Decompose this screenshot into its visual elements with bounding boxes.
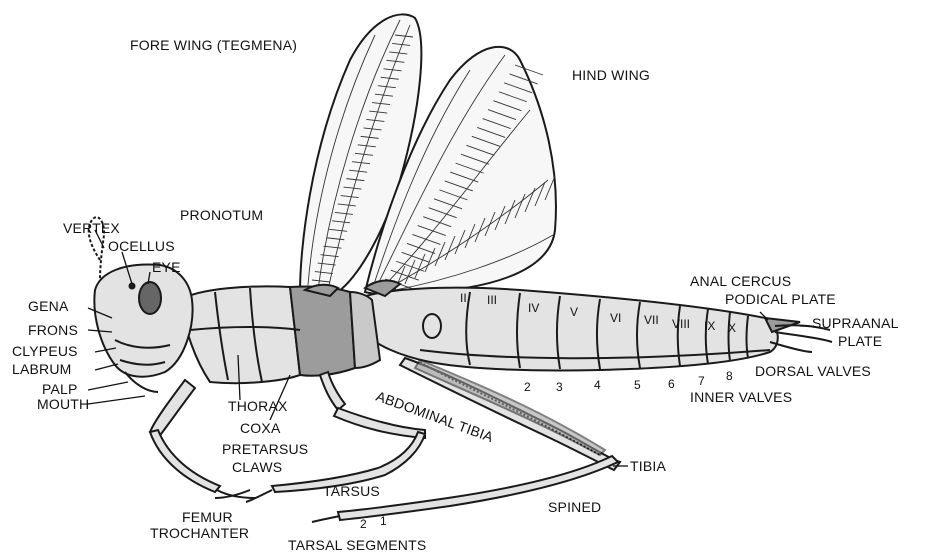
segment-roman-2: III [487,293,497,307]
label-plate: PLATE [838,333,882,349]
label-labrum: LABRUM [12,361,72,377]
thorax [180,281,400,384]
label-frons: FRONS [28,322,78,338]
label-tarsus: TARSUS [323,483,380,499]
segment-roman-6: VII [644,313,659,327]
label-pronotum: PRONOTUM [180,207,263,223]
label-mouth: MOUTH [37,396,89,412]
segment-number-6: 7 [698,374,705,388]
label-dorsal-valves: DORSAL VALVES [755,363,871,379]
compound-eye [139,282,161,314]
segment-number-3: 4 [594,378,601,392]
label-claws: CLAWS [232,459,282,475]
label-inner-valves: INNER VALVES [690,389,792,405]
tarsal-number-2: 1 [380,514,387,528]
label-vertex: VERTEX [63,220,120,236]
tarsal-number-1: 2 [360,517,367,531]
label-anal-cercus: ANAL CERCUS [690,273,791,289]
segment-number-1: 2 [524,380,531,394]
segment-number-2: 3 [556,380,563,394]
label-hind-wing: HIND WING [572,67,650,83]
label-supraanal: SUPRAANAL [812,315,899,331]
segment-roman-5: VI [610,311,621,325]
label-pretarsus: PRETARSUS [222,441,308,457]
segment-number-4: 5 [634,378,641,392]
label-clypeus: CLYPEUS [12,343,78,359]
segment-number-5: 6 [668,377,675,391]
segment-roman-7: VIII [672,317,690,331]
label-coxa: COXA [240,420,281,436]
segment-roman-3: IV [528,301,539,315]
label-fore-wing: FORE WING (TEGMENA) [130,37,297,53]
label-trochanter: TROCHANTER [150,525,249,541]
label-tarsal-segments: TARSAL SEGMENTS [288,537,426,553]
label-femur: FEMUR [182,509,233,525]
label-palp: PALP [42,381,78,397]
label-ocellus: OCELLUS [108,238,175,254]
label-spined: SPINED [548,499,601,515]
segment-roman-8: IX [704,319,715,333]
label-tibia: TIBIA [630,458,666,474]
label-podical-plate: PODICAL PLATE [725,291,836,307]
label-gena: GENA [28,298,69,314]
segment-roman-9: X [728,321,736,335]
segment-roman-4: V [570,305,578,319]
segment-roman-1: II [460,291,467,305]
label-eye: EYE [152,259,181,275]
segment-number-7: 8 [726,369,733,383]
label-thorax: THORAX [228,398,288,414]
